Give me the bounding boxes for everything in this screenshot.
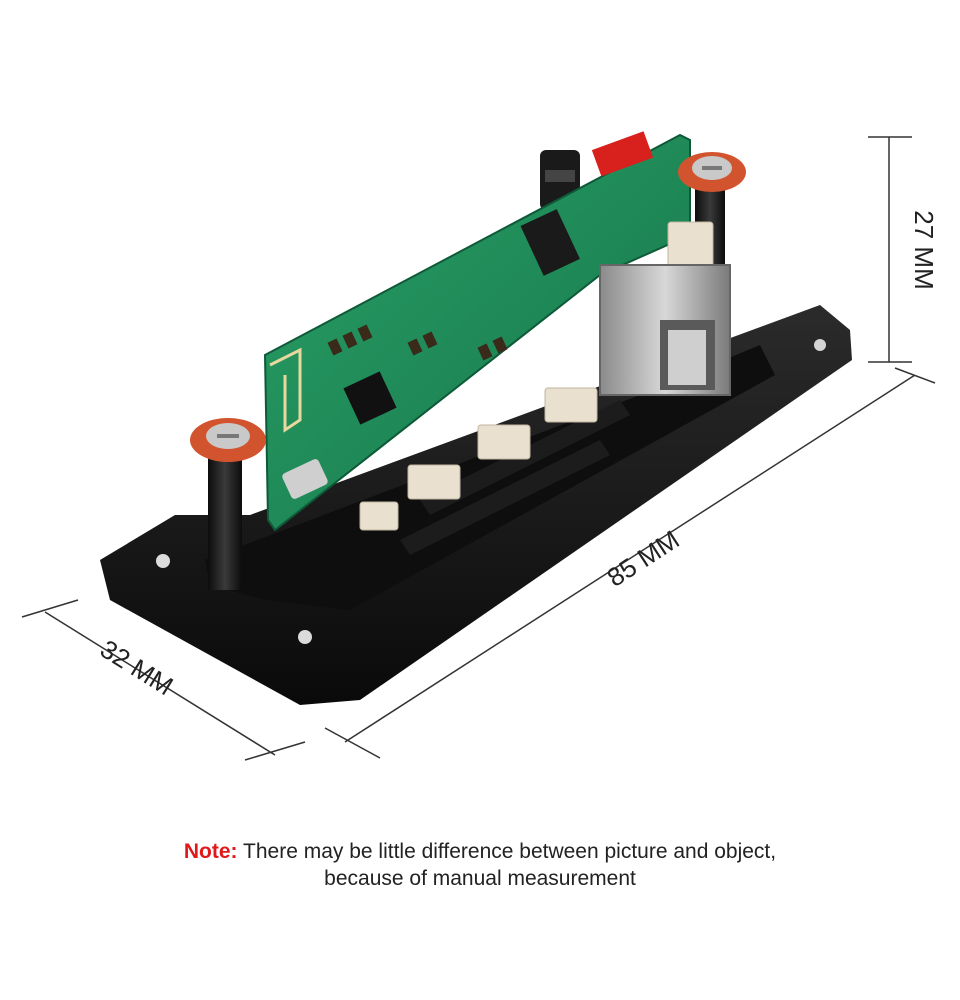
- usb-port: [599, 264, 731, 396]
- note: Note: There may be little difference bet…: [0, 838, 960, 892]
- height-dimension-label: 27 MM: [909, 210, 939, 289]
- width-dimension-label: 32 MM: [95, 634, 178, 702]
- circuit-board: [263, 131, 691, 532]
- note-text-1: There may be little difference between p…: [243, 840, 777, 863]
- note-label: Note:: [183, 840, 238, 863]
- note-line-1: Note: There may be little difference bet…: [0, 838, 960, 865]
- screws: [190, 152, 746, 462]
- connectors: [359, 221, 714, 531]
- note-line-2: because of manual measurement: [324, 867, 636, 890]
- length-dimension-label: 85 MM: [602, 524, 685, 592]
- dimension-lines: [21, 136, 936, 761]
